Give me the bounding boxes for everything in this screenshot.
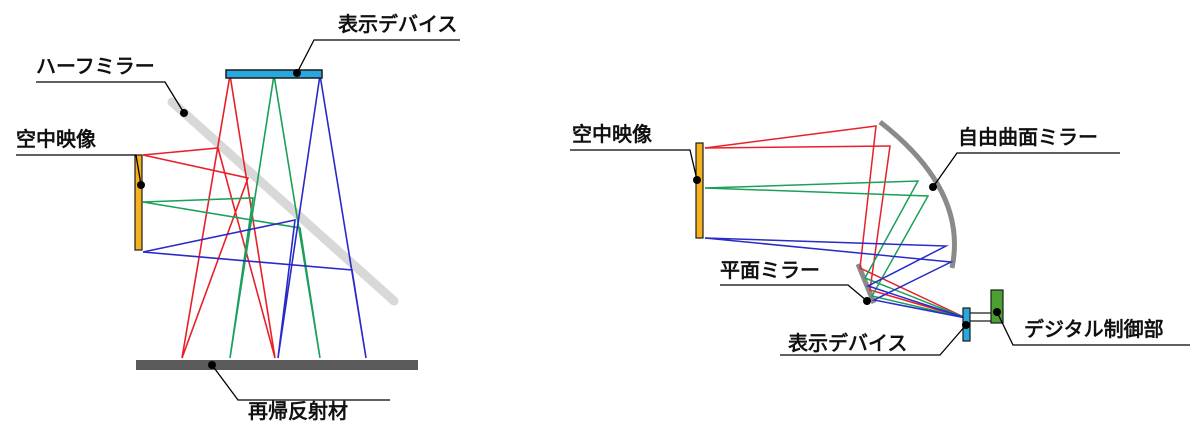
ray-red (704, 145, 967, 319)
ray-red (704, 125, 967, 319)
ray-blue (704, 237, 967, 319)
digital-controller (990, 289, 1004, 324)
label-display-device: 表示デバイス (788, 331, 907, 355)
left-diagram: 表示デバイス ハーフミラー 空中映像 再帰反射材 (16, 12, 460, 423)
ray-green (142, 74, 321, 359)
freeform-mirror (878, 120, 957, 269)
label-half-mirror: ハーフミラー (36, 56, 155, 78)
left-light-rays (142, 74, 367, 359)
aerial-image-plane (695, 142, 704, 239)
controller-connection (970, 312, 991, 322)
left-leader-dots (137, 69, 301, 369)
label-aerial-image: 空中映像 (16, 127, 97, 151)
label-display-device: 表示デバイス (338, 12, 457, 36)
display-device (225, 69, 323, 79)
label-digital-controller: デジタル制御部 (1024, 317, 1164, 341)
label-flat-mirror: 平面ミラー (720, 260, 820, 282)
aerial-image-plane (134, 154, 143, 251)
ray-red (142, 74, 250, 359)
ray-green (704, 187, 967, 319)
label-freeform-mirror: 自由曲面ミラー (958, 125, 1098, 149)
right-leaders (570, 149, 1190, 356)
right-light-rays (704, 125, 967, 319)
ray-blue (142, 74, 367, 359)
retroreflector (136, 360, 418, 370)
right-diagram: 空中映像 自由曲面ミラー 平面ミラー 表示デバイス デジタル制御部 (570, 120, 1190, 356)
label-aerial-image: 空中映像 (572, 122, 653, 146)
ray-red (142, 74, 276, 359)
label-retroreflector: 再帰反射材 (248, 399, 348, 423)
right-leader-dots (693, 176, 1001, 329)
left-leaders (16, 39, 460, 401)
ray-green (142, 74, 275, 359)
half-mirror (167, 97, 399, 306)
ray-blue (142, 74, 321, 359)
ray-blue (704, 237, 967, 319)
ray-green (704, 180, 967, 319)
